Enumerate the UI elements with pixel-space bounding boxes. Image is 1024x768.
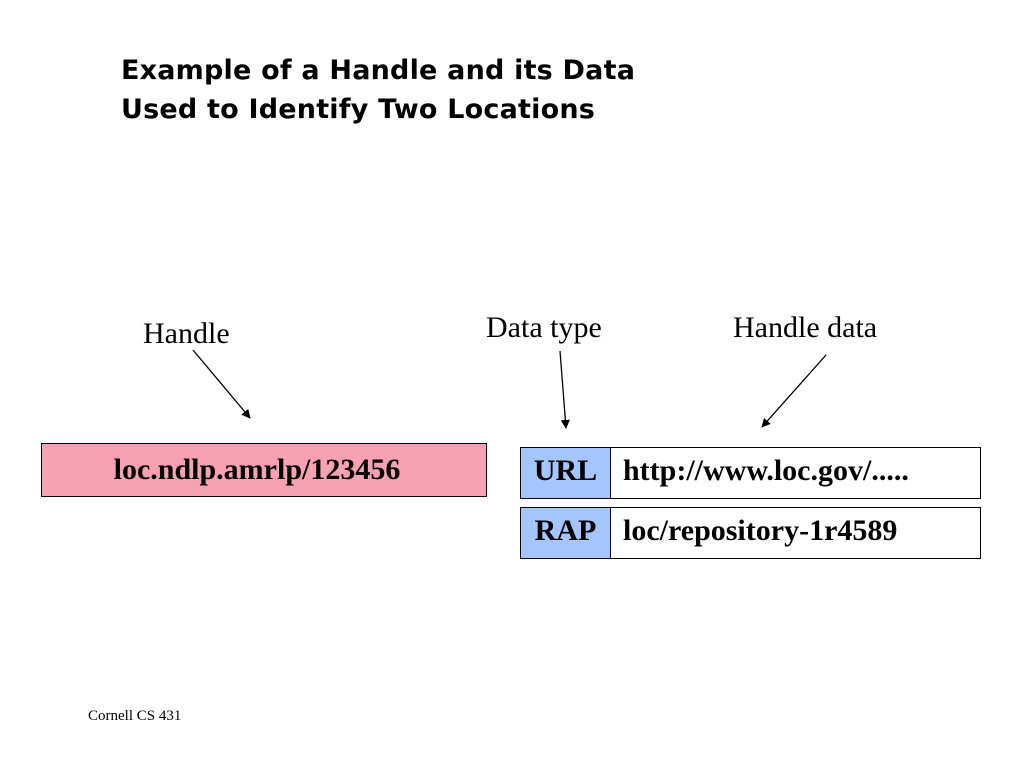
- title-line-1: Example of a Handle and its Data: [121, 55, 636, 86]
- record-1-data-cell: http://www.loc.gov/.....: [610, 447, 981, 499]
- record-2-type: RAP: [534, 514, 597, 547]
- record-2-data-cell: loc/repository-1r4589: [610, 507, 981, 559]
- data-type-arrow: [559, 350, 570, 429]
- record-1-type: URL: [533, 454, 598, 487]
- footer-text: Cornell CS 431: [88, 708, 182, 724]
- record-2-type-cell: RAP: [520, 507, 611, 559]
- handle-data-label: Handle data: [733, 311, 878, 344]
- record-1-type-cell: URL: [520, 447, 611, 499]
- handle-label: Handle: [143, 317, 230, 350]
- handle-value: loc.ndlp.amrlp/123456: [113, 453, 401, 486]
- data-type-label: Data type: [486, 311, 602, 344]
- handle-data-arrow: [761, 354, 827, 428]
- record-2-data: loc/repository-1r4589: [623, 514, 898, 547]
- record-1-data: http://www.loc.gov/.....: [623, 454, 909, 487]
- handle-arrow: [192, 349, 251, 419]
- title-line-2: Used to Identify Two Locations: [121, 94, 596, 125]
- handle-value-box: loc.ndlp.amrlp/123456: [41, 443, 487, 497]
- slide-title: Example of a Handle and its Data Used to…: [121, 51, 635, 129]
